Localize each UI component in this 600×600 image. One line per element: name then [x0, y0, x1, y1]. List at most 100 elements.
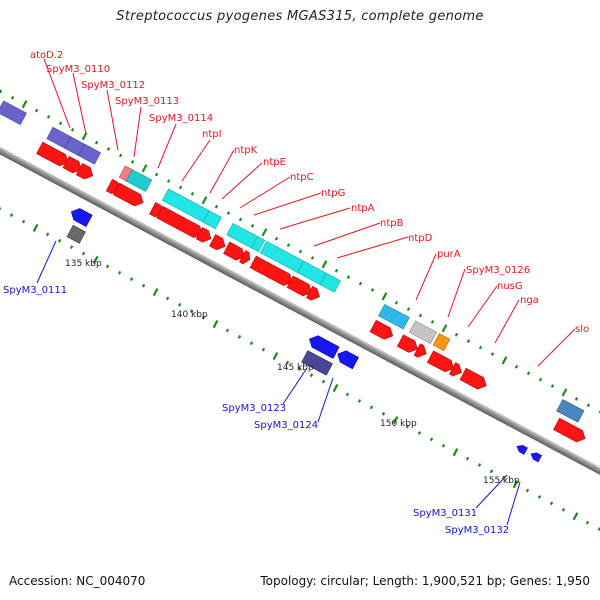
- forward-outer-row: [0, 100, 585, 423]
- tick-label-145: 145 kbp: [277, 363, 314, 373]
- gene-arrow: [239, 250, 251, 265]
- minor-tick: [190, 192, 195, 196]
- gene-label-nusG[interactable]: nusG: [497, 281, 523, 292]
- gene-label-ntpG[interactable]: ntpG: [321, 188, 345, 199]
- minor-tick: [345, 392, 350, 397]
- major-tick: [261, 228, 268, 237]
- major-tick: [392, 416, 399, 425]
- leader-nusG: [467, 285, 498, 328]
- major-tick: [441, 324, 448, 333]
- leader-SpyM3_0132: [506, 481, 521, 526]
- gene-label-SpyM3_0123[interactable]: SpyM3_0123: [222, 403, 286, 414]
- genome-backbone: [0, 137, 600, 484]
- minor-tick: [478, 345, 483, 350]
- gene-arrow: [195, 227, 212, 243]
- minor-tick: [334, 268, 339, 273]
- gene-label-purA[interactable]: purA: [437, 249, 461, 260]
- minor-tick: [346, 275, 351, 279]
- leader-SpyM3_0112: [106, 89, 119, 151]
- major-tick: [21, 100, 28, 109]
- gene-label-ntpI[interactable]: ntpI: [202, 129, 222, 140]
- gene-label-ntpD[interactable]: ntpD: [408, 233, 433, 244]
- minor-tick: [201, 315, 206, 320]
- minor-tick: [430, 320, 435, 324]
- gene-label-SpyM3_0124[interactable]: SpyM3_0124: [254, 420, 318, 431]
- minor-tick: [550, 384, 555, 388]
- gene-label-SpyM3_0114[interactable]: SpyM3_0114: [149, 113, 213, 124]
- major-tick: [272, 351, 279, 361]
- leader-SpyM3_0131: [475, 474, 508, 509]
- minor-tick: [10, 95, 15, 100]
- major-tick: [321, 260, 328, 269]
- minor-tick: [58, 121, 63, 126]
- gene-label-nga[interactable]: nga: [520, 295, 539, 306]
- major-tick: [201, 196, 208, 205]
- gene-label-SpyM3_0131[interactable]: SpyM3_0131: [413, 508, 477, 519]
- minor-tick: [297, 367, 302, 371]
- feature-track: [0, 100, 600, 484]
- gene-label-ntpC[interactable]: ntpC: [290, 172, 314, 183]
- tick-label-155: 155 kbp: [483, 476, 520, 486]
- minor-tick: [249, 341, 254, 346]
- minor-tick: [286, 243, 291, 247]
- gene-label-SpyM3_0112[interactable]: SpyM3_0112: [81, 80, 145, 91]
- minor-tick: [585, 520, 590, 525]
- gene-label-SpyM3_0110[interactable]: SpyM3_0110: [46, 64, 110, 75]
- minor-tick: [129, 277, 134, 281]
- minor-tick: [538, 377, 543, 382]
- minor-tick: [70, 128, 75, 132]
- minor-tick: [561, 508, 566, 512]
- gene-arrow: [62, 155, 82, 174]
- leader-ntpB: [313, 222, 381, 247]
- gene-label-slo[interactable]: slo: [575, 324, 589, 335]
- minor-tick: [105, 264, 110, 269]
- gene-label-SpyM3_0113[interactable]: SpyM3_0113: [115, 96, 179, 107]
- gene-label-ntpB[interactable]: ntpB: [380, 218, 404, 229]
- minor-tick: [454, 332, 459, 337]
- major-tick: [572, 512, 579, 521]
- minor-tick: [514, 365, 519, 369]
- leader-ntpC: [239, 176, 291, 209]
- gene-label-SpyM3_0126[interactable]: SpyM3_0126: [466, 265, 530, 276]
- major-tick: [212, 319, 219, 329]
- accession-text: Accession: NC_004070: [9, 574, 146, 588]
- minor-tick: [166, 179, 171, 183]
- gene-label-SpyM3_0111[interactable]: SpyM3_0111: [3, 285, 67, 296]
- minor-tick: [214, 204, 219, 209]
- minor-tick: [549, 501, 554, 506]
- gene-arrow: [112, 182, 144, 207]
- gene-label-ntpK[interactable]: ntpK: [234, 145, 258, 156]
- major-tick: [152, 287, 159, 297]
- minor-tick: [225, 328, 230, 333]
- minor-tick: [0, 206, 2, 211]
- minor-tick: [477, 463, 482, 467]
- gene-label-ntpA[interactable]: ntpA: [351, 203, 375, 214]
- leader-ntpE: [221, 162, 263, 200]
- gene-label-atoD.2[interactable]: atoD.2: [30, 50, 63, 61]
- gene-arrow: [459, 367, 487, 390]
- gene-block: [319, 272, 341, 293]
- leader-purA: [415, 253, 437, 301]
- gene-label-ntpE[interactable]: ntpE: [263, 157, 286, 168]
- gene-arrow: [426, 350, 454, 373]
- leader-SpyM3_0126: [447, 268, 466, 318]
- major-tick: [501, 356, 508, 365]
- minor-tick: [0, 89, 3, 94]
- minor-tick: [226, 211, 231, 215]
- minor-tick: [525, 488, 530, 493]
- minor-tick: [21, 219, 26, 224]
- gene-block: [408, 320, 438, 345]
- scale-ticks: [0, 89, 600, 531]
- gene-label-SpyM3_0132[interactable]: SpyM3_0132: [445, 525, 509, 536]
- gene-block: [78, 143, 101, 165]
- minor-tick: [141, 283, 146, 288]
- minor-tick: [46, 115, 51, 119]
- major-tick: [381, 292, 388, 301]
- minor-tick: [466, 339, 471, 343]
- gene-arrow-reverse: [337, 350, 360, 370]
- minor-tick: [9, 213, 14, 217]
- gene-arrow-reverse: [516, 444, 528, 455]
- gene-arrow-reverse: [70, 208, 93, 227]
- reverse-labels: SpyM3_0111 SpyM3_0123 SpyM3_0124 SpyM3_0…: [3, 285, 509, 536]
